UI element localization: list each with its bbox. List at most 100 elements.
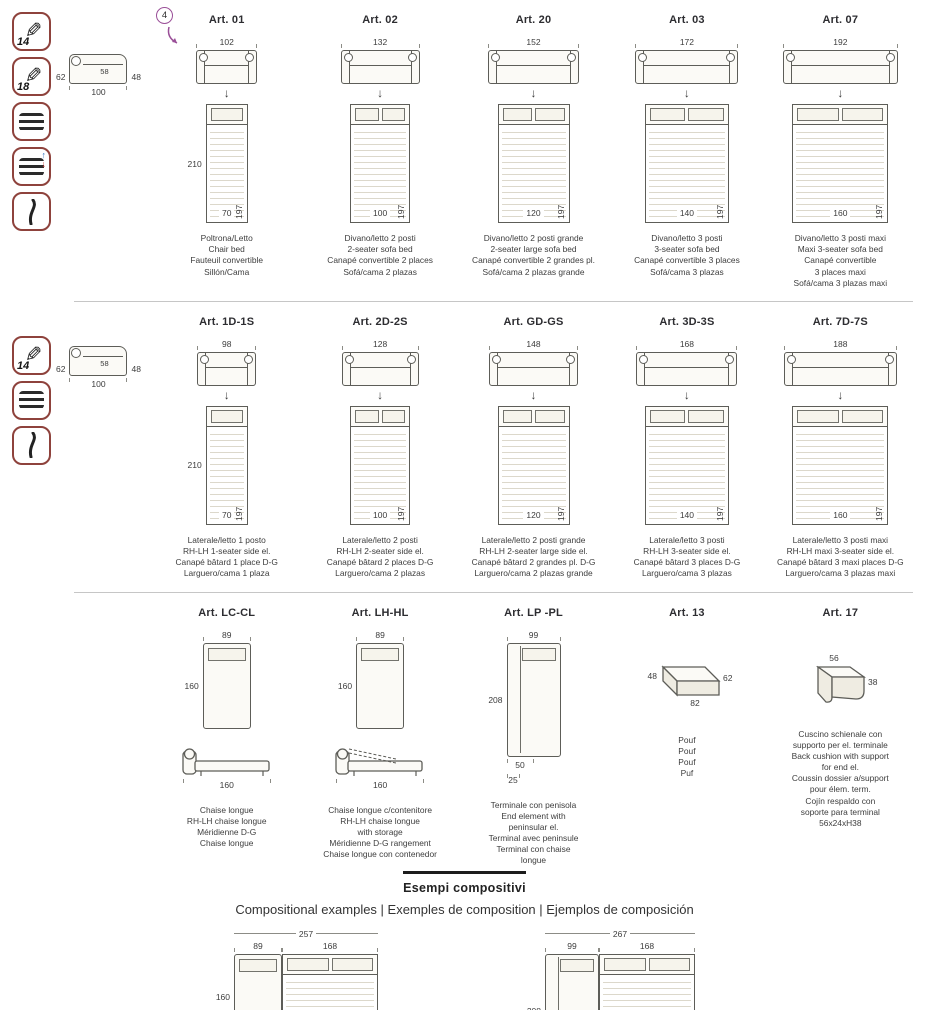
product-cell: Art. 07 192 ↓ 197 160 Divano/letto 3 pos… bbox=[764, 12, 917, 289]
terminal-plan-drawing: 208 bbox=[488, 642, 561, 757]
description-line: RH-LH chaise longue bbox=[340, 815, 420, 826]
example-drawing: 208 50 25 210 197 140 bbox=[527, 953, 713, 1010]
width-dimension: 99 bbox=[506, 629, 561, 641]
dim-value: 168 bbox=[679, 338, 695, 349]
description-line: Canapé bâtard 3 places D-G bbox=[633, 557, 741, 568]
description-line: 3-seater sofa bed bbox=[654, 244, 720, 255]
seat-cushion bbox=[361, 647, 400, 661]
dim-value: 267 bbox=[612, 928, 628, 939]
seat-cushion bbox=[355, 409, 379, 423]
bed-width-dimension: 168 bbox=[599, 940, 695, 952]
description-line: RH-LH 1-seater side el. bbox=[182, 546, 271, 557]
description-line: Divano/letto 3 posti bbox=[651, 233, 723, 243]
armrest-roll bbox=[244, 354, 254, 364]
dim-value: 25 bbox=[508, 774, 518, 785]
mattress-area: 197 120 bbox=[501, 428, 566, 521]
back-height-dimension: 62 bbox=[56, 363, 66, 374]
convert-arrow-icon: ↓ bbox=[530, 387, 537, 402]
description-line: RH-LH chaise longue bbox=[186, 815, 267, 826]
dim-value: 100 bbox=[370, 509, 391, 520]
dim-value: 70 bbox=[218, 509, 235, 520]
seat-cushion bbox=[381, 409, 406, 423]
article-title: Art. GD-GS bbox=[503, 315, 564, 328]
mattress-area: 197 140 bbox=[286, 976, 374, 1010]
dim-value: 160 bbox=[373, 779, 388, 790]
armrest-roll bbox=[566, 354, 576, 364]
accessories-row: Art. LC-CL 89 160 160 Chaise longue RH-L… bbox=[12, 605, 917, 867]
armrest-roll bbox=[71, 347, 82, 358]
seat-cushion bbox=[649, 409, 686, 423]
row3-left-column bbox=[12, 605, 150, 615]
description-line: pour élem. term. bbox=[809, 784, 871, 795]
terminal-width-dimension: 99 bbox=[545, 940, 599, 952]
section-subtitle: Compositional examples | Exemples de com… bbox=[235, 901, 694, 917]
dim-value: 120 bbox=[523, 509, 544, 520]
section-divider bbox=[74, 300, 913, 302]
bed-width-dimension: 140 bbox=[649, 509, 725, 520]
seat-cushion bbox=[535, 108, 565, 121]
sofa-front-drawing bbox=[196, 50, 258, 84]
description-line: Terminale con penisola bbox=[490, 799, 577, 810]
seat-cushion bbox=[210, 108, 243, 121]
description-line: Fauteuil convertible bbox=[190, 255, 264, 266]
bed-frame bbox=[645, 406, 728, 427]
dim-value: 152 bbox=[526, 37, 541, 47]
seat-line bbox=[792, 366, 888, 368]
description-line: Canapé bâtard 1 place D-G bbox=[175, 557, 278, 568]
seat-cushion bbox=[560, 958, 594, 972]
bed-width-dimension: 160 bbox=[796, 509, 884, 520]
depth-dimension: 197 bbox=[714, 204, 725, 219]
description-line: Méridienne D-G bbox=[197, 826, 257, 837]
dim-value: 89 bbox=[221, 629, 232, 640]
dim-value: 172 bbox=[679, 37, 695, 47]
description-line: Sofá/cama 2 plazas grande bbox=[482, 266, 585, 277]
dim-value: 89 bbox=[253, 940, 263, 951]
total-width-dimension: 267 bbox=[545, 929, 695, 939]
description-line: Chaise longue bbox=[199, 838, 254, 849]
depth-dimension: 197 bbox=[396, 506, 407, 521]
section-heading: Esempi compositivi bbox=[403, 870, 526, 895]
length-dimension: 208 bbox=[527, 1006, 541, 1010]
product-cell: Art. 3D-3S 168 ↓ 197 140 Laterale/letto … bbox=[610, 314, 763, 580]
seat-cushion bbox=[210, 409, 243, 423]
seat-cushion bbox=[797, 409, 839, 423]
dim-value: 188 bbox=[833, 338, 848, 349]
chaise-width-dimension: 89 bbox=[234, 940, 282, 952]
article-title: Art. 02 bbox=[362, 14, 398, 26]
convert-arrow-icon: ↓ bbox=[377, 387, 384, 402]
bed-width-dimension: 70 bbox=[210, 509, 244, 520]
description-line: supporto per el. terminale bbox=[792, 739, 888, 750]
description-line: peninsular el. bbox=[508, 821, 559, 832]
description-line: Poltrona/Letto bbox=[200, 233, 253, 243]
open-bed-drawing: 197 120 bbox=[497, 405, 570, 525]
open-bed-drawing: 197 100 bbox=[350, 104, 411, 223]
chaise-plan-drawing: 160 bbox=[338, 642, 405, 729]
seat-line bbox=[497, 65, 571, 66]
seat-height-dimension: 48 bbox=[131, 72, 141, 82]
sofa-front-drawing bbox=[197, 351, 257, 386]
total-width-dimension: 100 bbox=[69, 86, 128, 98]
product-cell: Art. LH-HL 89 160 160 Chaise longue c/co… bbox=[303, 605, 456, 867]
product-description: Laterale/letto 2 posti RH-LH 2-seater si… bbox=[327, 535, 434, 580]
seat-cushion bbox=[688, 409, 724, 423]
product-description: Terminale con penisola End element with … bbox=[489, 800, 579, 867]
dim-value: 168 bbox=[322, 940, 338, 951]
dim-value: 168 bbox=[639, 940, 655, 951]
armrest-roll bbox=[884, 354, 894, 364]
row3-products: Art. LC-CL 89 160 160 Chaise longue RH-L… bbox=[150, 605, 917, 867]
depth-dimension: 197 bbox=[233, 506, 244, 521]
depth-dimension: 197 bbox=[233, 204, 244, 219]
mattress-area: 197 100 bbox=[354, 127, 407, 219]
depth-dimension: 197 bbox=[681, 977, 691, 1010]
compositional-examples-section: Esempi compositivi Compositional example… bbox=[12, 870, 917, 1010]
dim-value: 160 bbox=[219, 779, 234, 790]
seat-height-dimension: 48 bbox=[131, 363, 141, 374]
description-line: Pouf bbox=[678, 745, 696, 756]
description-line: Chaise longue con contenedor bbox=[323, 849, 437, 860]
description-line: Coussin dossier a/support bbox=[791, 773, 889, 784]
mattress-icon bbox=[12, 102, 51, 141]
product-description: Divano/letto 3 posti 3-seater sofa bed C… bbox=[634, 233, 740, 278]
seat-cushion bbox=[604, 957, 646, 971]
dim-value: 120 bbox=[523, 208, 544, 218]
width-dimension: 192 bbox=[782, 36, 898, 48]
